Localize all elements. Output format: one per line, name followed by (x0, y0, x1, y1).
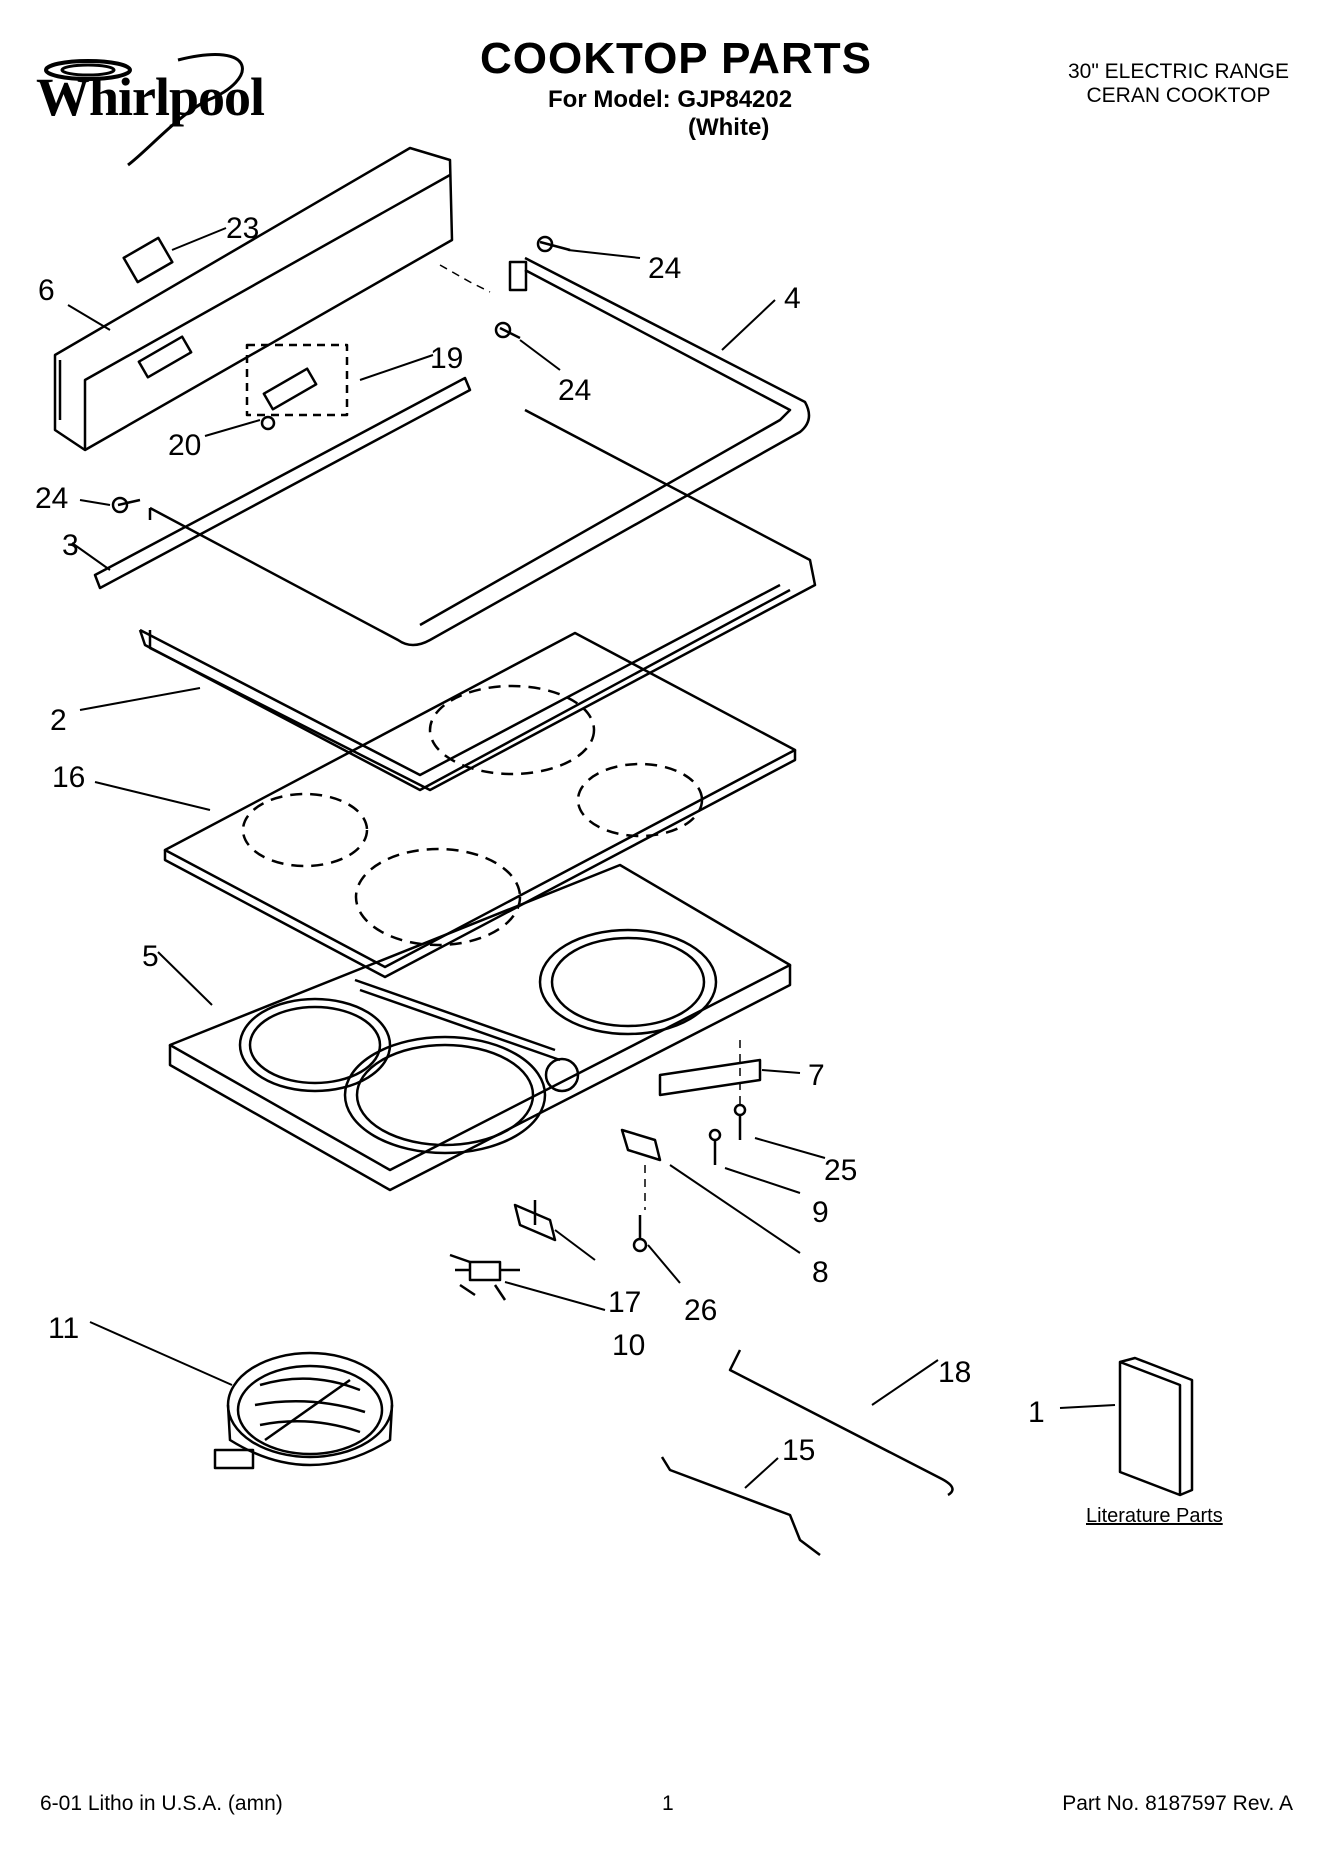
screws-24-drawing (111, 235, 571, 514)
callout-15: 15 (782, 1434, 815, 1467)
callout-23: 23 (226, 212, 259, 245)
callout-24-left: 24 (35, 482, 68, 515)
wire-harness-drawing (449, 1253, 520, 1301)
callout-4: 4 (784, 282, 801, 315)
callout-24-top: 24 (648, 252, 681, 285)
leader-lines (67, 227, 1116, 1489)
rods-drawing (660, 1349, 954, 1556)
gasket-drawing (138, 583, 791, 792)
callout-24-middle: 24 (558, 374, 591, 407)
callout-8: 8 (812, 1256, 829, 1289)
cooktop-frame-drawing (93, 256, 817, 792)
callout-6: 6 (38, 274, 55, 307)
callout-19: 19 (430, 342, 463, 375)
description-line-1: 30" ELECTRIC RANGE (1067, 60, 1289, 83)
footer-page-number: 1 (662, 1792, 674, 1815)
backguard-panel-drawing (53, 146, 454, 452)
literature-booklet-drawing (1118, 1356, 1194, 1497)
callout-17: 17 (608, 1286, 641, 1319)
radiant-element-drawing (213, 1351, 394, 1470)
literature-parts-label: Literature Parts (1086, 1505, 1223, 1527)
brand-logo: Whirlpool (36, 67, 265, 127)
model-variant: (White) (688, 114, 770, 141)
burner-box-drawing (168, 863, 792, 1192)
description-line-2: CERAN COOKTOP (1086, 84, 1271, 107)
product-description: 30" ELECTRIC RANGE CERAN COOKTOP (1068, 60, 1289, 108)
callout-25: 25 (824, 1154, 857, 1187)
callout-20: 20 (168, 429, 201, 462)
callout-numbers: 23 24 6 4 19 24 20 24 3 2 16 5 7 25 9 8 … (35, 212, 1045, 1467)
whirlpool-logo-swirl (44, 53, 244, 167)
callout-18: 18 (938, 1356, 971, 1389)
callout-1: 1 (1028, 1396, 1045, 1429)
page-title: COOKTOP PARTS (480, 34, 872, 83)
model-line: For Model: GJP84202 (548, 86, 793, 113)
callout-26: 26 (684, 1294, 717, 1327)
footer-part-number: Part No. 8187597 Rev. A (1062, 1792, 1293, 1815)
callout-11: 11 (48, 1312, 79, 1345)
footer-print-info: 6-01 Litho in U.S.A. (amn) (40, 1792, 283, 1815)
callout-7: 7 (808, 1059, 825, 1092)
glass-cooktop-drawing (163, 631, 797, 979)
callout-2: 2 (50, 704, 67, 737)
callout-10: 10 (612, 1329, 645, 1362)
callout-9: 9 (812, 1196, 829, 1229)
callout-3: 3 (62, 529, 79, 562)
callout-16: 16 (52, 761, 85, 794)
small-parts-drawing (439, 264, 762, 1253)
callout-5: 5 (142, 940, 159, 973)
